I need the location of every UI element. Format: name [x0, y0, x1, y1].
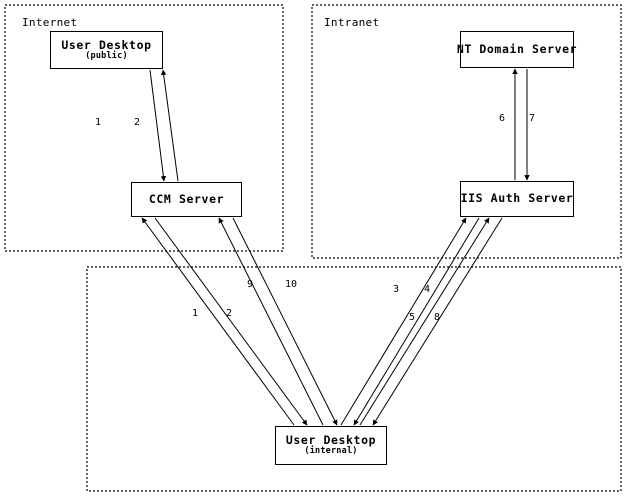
node-user-desktop-internal[interactable]: User Desktop (internal) — [275, 426, 387, 465]
zone-boundaries — [4, 4, 622, 492]
zone-label-internet: Internet — [22, 16, 78, 29]
node-subtitle-user-desktop-public: (public) — [85, 50, 128, 61]
connector-arrow-5 — [359, 217, 490, 426]
edge-label-6: 6 — [499, 113, 506, 124]
zone-boundary-internal — [86, 266, 622, 492]
connector-arrow-2-internal — [154, 217, 308, 426]
edge-label-2: 2 — [134, 117, 141, 128]
edge-label-1: 1 — [95, 117, 102, 128]
node-title-ccm-server: CCM Server — [148, 191, 225, 206]
connector-arrow-4 — [353, 217, 480, 426]
connector-arrow-9 — [218, 217, 324, 426]
edge-label-10: 10 — [285, 279, 298, 290]
connector-lines — [141, 68, 530, 426]
zone-boundary-intranet — [311, 4, 622, 259]
node-title-user-desktop-public: User Desktop — [61, 37, 152, 52]
node-title-user-desktop-internal: User Desktop — [285, 433, 377, 447]
zone-label-intranet: Intranet — [324, 16, 380, 29]
node-ccm-server[interactable]: CCM Server — [131, 182, 242, 217]
edge-label-8: 8 — [434, 312, 441, 323]
node-user-desktop-public[interactable]: User Desktop (public) — [50, 31, 163, 69]
edge-label-2-internal: 2 — [226, 308, 233, 319]
edge-label-4: 4 — [424, 284, 431, 295]
node-title-nt-domain-server: NT Domain Server — [456, 41, 578, 56]
edge-label-9: 9 — [247, 279, 254, 290]
connector-arrow-3 — [340, 217, 467, 426]
node-nt-domain-server[interactable]: NT Domain Server — [456, 31, 578, 68]
edge-label-1-internal: 1 — [192, 308, 199, 319]
edge-label-3: 3 — [393, 284, 400, 295]
connector-arrow-2 — [160, 69, 179, 182]
edge-label-5: 5 — [409, 312, 416, 323]
node-subtitle-user-desktop-internal: (internal) — [304, 446, 358, 457]
node-title-iis-auth-server: IIS Auth Server — [460, 191, 574, 206]
edge-label-7: 7 — [529, 113, 536, 124]
zone-boundary-internet — [4, 4, 284, 252]
node-iis-auth-server[interactable]: IIS Auth Server — [460, 181, 574, 217]
connector-arrow-1 — [149, 69, 167, 182]
connector-arrow-1-internal — [141, 217, 295, 426]
connector-arrow-8 — [372, 217, 503, 426]
connector-arrow-10 — [232, 217, 338, 426]
